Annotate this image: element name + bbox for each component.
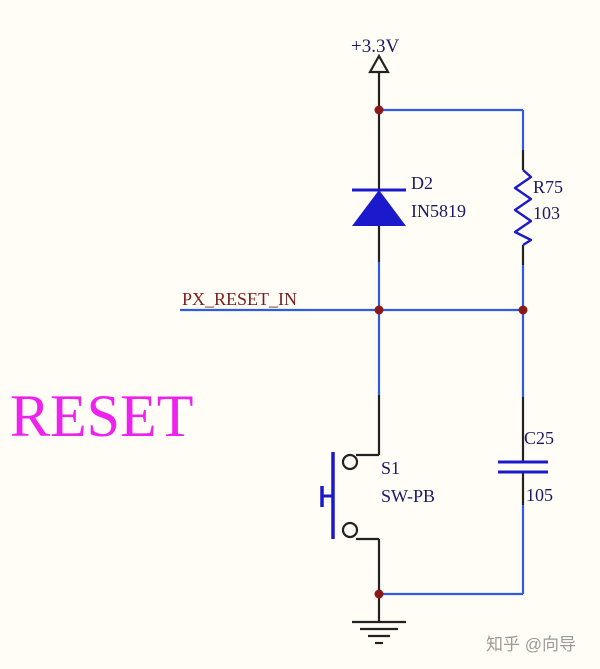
switch-s1: S1 SW-PB bbox=[320, 452, 435, 541]
capacitor-value-label: 105 bbox=[526, 485, 553, 505]
junction-dots bbox=[374, 105, 528, 599]
switch-contact-top bbox=[341, 453, 359, 471]
ground-symbol-icon bbox=[352, 620, 406, 645]
capacitor-ref-label: C25 bbox=[524, 428, 554, 448]
resistor-r75: R75 103 bbox=[513, 169, 563, 247]
junction-bottom bbox=[374, 589, 384, 599]
switch-ref-label: S1 bbox=[381, 458, 400, 478]
power-arrow-icon bbox=[368, 53, 390, 74]
diode-ref-label: D2 bbox=[411, 173, 433, 193]
power-symbol: +3.3V bbox=[351, 36, 399, 74]
diode-d2: D2 IN5819 bbox=[352, 173, 466, 226]
resistor-zigzag-icon bbox=[513, 169, 533, 247]
junction-net-center bbox=[374, 305, 384, 315]
diode-part-label: IN5819 bbox=[411, 201, 466, 221]
diode-triangle-icon bbox=[352, 190, 406, 226]
section-title: RESET bbox=[10, 383, 193, 449]
capacitor-c25: C25 105 bbox=[498, 428, 554, 505]
junction-net-right bbox=[518, 305, 528, 315]
resistor-value-label: 103 bbox=[533, 203, 560, 223]
junction-top bbox=[374, 105, 384, 115]
switch-contact-bottom bbox=[341, 521, 359, 539]
wires bbox=[180, 108, 525, 596]
power-rail-label: +3.3V bbox=[351, 36, 399, 57]
resistor-ref-label: R75 bbox=[533, 177, 563, 197]
watermark: 知乎 @向导 bbox=[486, 635, 576, 654]
net-label: PX_RESET_IN bbox=[182, 289, 297, 309]
switch-part-label: SW-PB bbox=[381, 486, 435, 506]
pin-stubs bbox=[377, 72, 525, 622]
